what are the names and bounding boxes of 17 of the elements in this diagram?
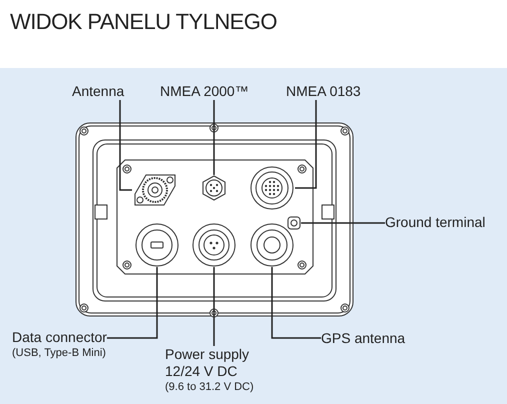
leader-line bbox=[119, 100, 132, 191]
label-note: (9.6 to 31.2 V DC) bbox=[165, 380, 254, 394]
label-note: (USB, Type-B Mini) bbox=[12, 346, 106, 360]
leader-line bbox=[301, 222, 385, 224]
connector-label: GPS antenna bbox=[321, 330, 406, 347]
connector-label: NMEA 2000™ bbox=[160, 83, 249, 100]
leader-line bbox=[213, 100, 215, 175]
leader-line bbox=[213, 267, 215, 346]
connector-label: Ground terminal bbox=[385, 214, 486, 231]
connector-label: Data connector bbox=[12, 329, 107, 346]
connector-label: Power supply 12/24 V DC bbox=[165, 346, 250, 380]
connector-label: Antenna bbox=[72, 83, 124, 100]
leader-line bbox=[271, 267, 321, 339]
leader-line bbox=[106, 267, 158, 339]
leader-line bbox=[295, 100, 317, 189]
page-title: WIDOK PANELU TYLNEGO bbox=[10, 8, 277, 36]
connector-label: NMEA 0183 bbox=[286, 83, 361, 100]
